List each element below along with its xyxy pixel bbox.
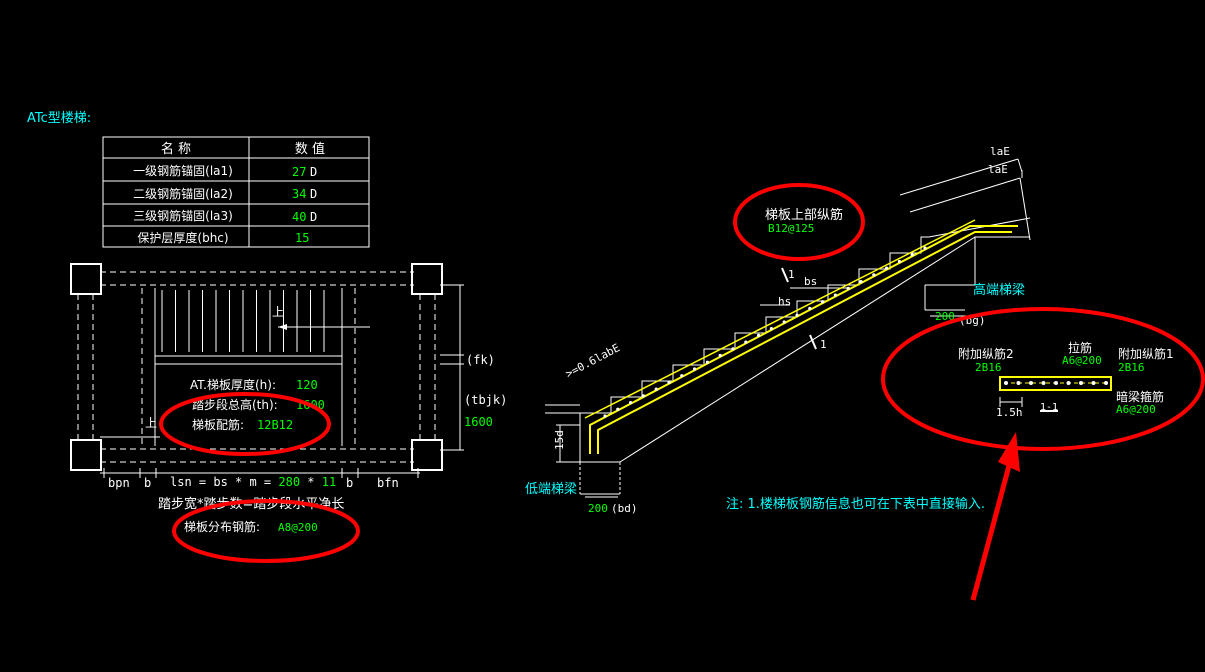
plan-thickness-value[interactable]: 120 — [296, 378, 318, 392]
lae-factor-label: >=0.6labE — [563, 341, 622, 380]
bd-value[interactable]: 200 — [588, 502, 608, 515]
table-header-value: 数 值 — [295, 141, 325, 157]
bd-label: (bd) — [611, 502, 638, 515]
dim-bpn: bpn — [108, 476, 130, 490]
plan-rebar-value[interactable]: 12B12 — [257, 418, 293, 432]
rebar-tie-dots — [603, 246, 927, 418]
plan-height-label: 踏步段总高(th): — [192, 397, 278, 412]
highlight-plan-rebar — [159, 392, 331, 456]
table-row-value[interactable]: 15 — [295, 231, 309, 245]
plan-rebar-label: 梯板配筋: — [192, 417, 244, 432]
note-text: 注: 1.楼梯板钢筋信息也可在下表中直接输入. — [726, 496, 985, 512]
plan-up-label-2: 上 — [145, 416, 157, 430]
bs-label: bs — [804, 275, 817, 288]
detail-bar-dots — [1004, 381, 1108, 385]
detail-cut-label: 1-1 — [1040, 402, 1058, 413]
stair-section-view — [545, 158, 1031, 498]
stirrup-value[interactable]: A6@200 — [1116, 403, 1156, 416]
lae-label-1: laE — [990, 145, 1010, 158]
stirrup-label: 暗梁箍筋 — [1116, 389, 1164, 404]
pointer-arrow-shaft — [970, 461, 1013, 601]
plan-up-label: 上 — [272, 305, 284, 319]
add-bar-2-value[interactable]: 2B16 — [975, 361, 1002, 374]
plan-tbjk-label: (tbjk) — [464, 393, 507, 407]
plan-thickness-label: AT.梯板厚度(h): — [190, 377, 276, 392]
drawing-title: ATc型楼梯: — [27, 111, 91, 126]
dim-bfn: bfn — [377, 476, 399, 490]
top-rebar-label: 梯板上部纵筋 — [765, 207, 843, 223]
hs-label: hs — [778, 295, 791, 308]
add-bar-2-label: 附加纵筋2 — [958, 346, 1014, 361]
plan-fk-label: (fk) — [466, 353, 495, 367]
highlight-detail — [881, 307, 1205, 451]
table-row-unit: D — [310, 210, 317, 224]
table-row-unit: D — [310, 165, 317, 179]
table-row-value[interactable]: 34 — [292, 187, 306, 201]
pointer-arrow-icon — [998, 432, 1020, 472]
anchorage-table — [102, 136, 370, 248]
dim-b-left: b — [144, 476, 151, 490]
high-end-beam-label: 高端梯梁 — [973, 282, 1025, 298]
top-rebar-value[interactable]: B12@125 — [768, 222, 814, 235]
dist-rebar-value[interactable]: A8@200 — [278, 521, 318, 534]
cut-mark-1: 1 — [788, 268, 795, 281]
table-row-name: 保护层厚度(bhc) — [137, 230, 228, 245]
d15-label: 15d — [553, 430, 566, 450]
table-row-name: 一级钢筋锚固(la1) — [133, 163, 233, 178]
section-rebars — [584, 219, 1018, 454]
cut-mark-2: 1 — [820, 338, 827, 351]
table-header-name: 名 称 — [161, 141, 191, 157]
highlight-dist-rebar — [172, 499, 360, 563]
lsn-formula: lsn = bs * m = 280 * 11 — [170, 475, 336, 489]
bg-value[interactable]: 200 — [935, 310, 955, 323]
dim-b-right: b — [346, 476, 353, 490]
lae-label-2: laE — [988, 163, 1008, 176]
dist-rebar-label: 梯板分布钢筋: — [184, 519, 260, 534]
highlight-top-rebar — [733, 183, 865, 261]
detail-dim: 1.5h — [996, 406, 1023, 419]
plan-width-value[interactable]: 1600 — [464, 415, 493, 429]
tie-label: 拉筋 — [1068, 340, 1092, 355]
table-row-value[interactable]: 40 — [292, 210, 306, 224]
stair-plan-view — [70, 263, 464, 478]
table-row-unit: D — [310, 187, 317, 201]
red-annotations — [159, 183, 1205, 601]
add-bar-1-value[interactable]: 2B16 — [1118, 361, 1145, 374]
table-row-value[interactable]: 27 — [292, 165, 306, 179]
table-row-name: 二级钢筋锚固(la2) — [133, 186, 233, 201]
tie-value[interactable]: A6@200 — [1062, 354, 1102, 367]
low-end-beam-label: 低端梯梁 — [525, 482, 577, 497]
up-arrow-icon — [278, 324, 287, 330]
add-bar-1-label: 附加纵筋1 — [1118, 346, 1174, 361]
table-row-name: 三级钢筋锚固(la3) — [133, 208, 233, 223]
